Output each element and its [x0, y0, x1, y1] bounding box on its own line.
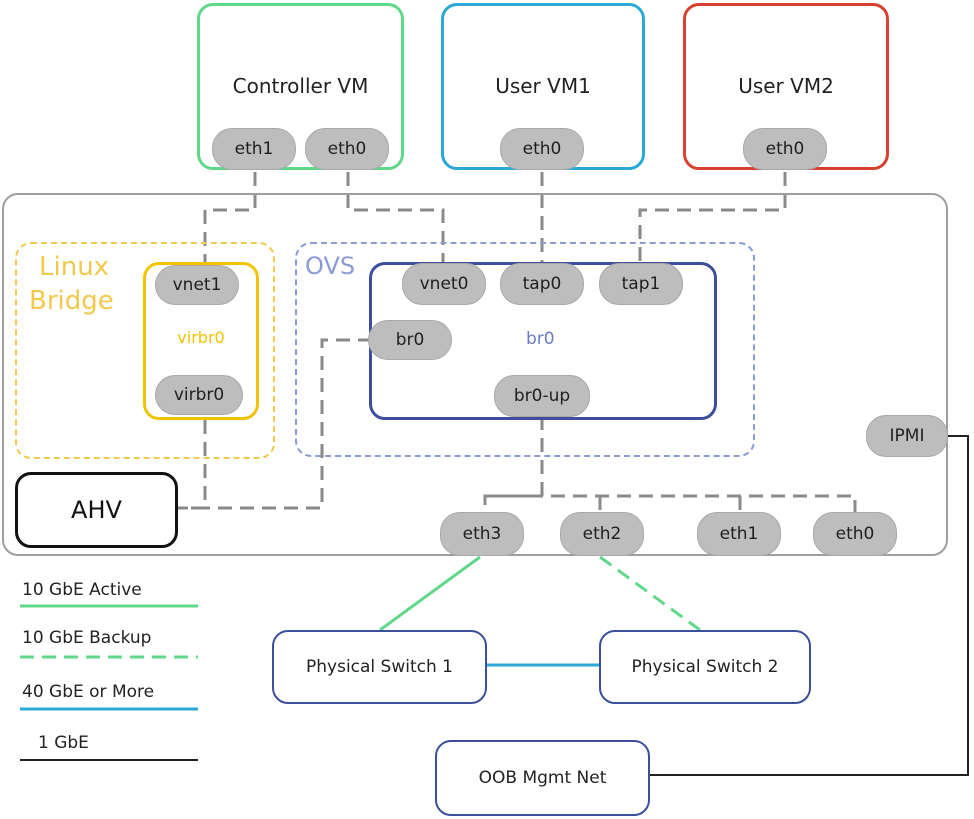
ovs: OVS	[295, 242, 755, 457]
legend-label-backup: 10 GbE Backup	[22, 628, 152, 648]
link-br0up-nics	[483, 416, 544, 512]
user-vm1-eth0[interactable]: eth0	[500, 128, 584, 170]
controller-vm-title: Controller VM	[232, 74, 369, 98]
link-nic-bus	[485, 494, 857, 512]
linux-bridge-title-line1: Linux	[39, 252, 110, 282]
controller-vm: Controller VM	[197, 3, 404, 170]
physical-switch-2-label: Physical Switch 2	[631, 657, 779, 677]
physical-switch-1: Physical Switch 1	[272, 630, 487, 704]
user-vm1: User VM1	[441, 3, 645, 170]
controller-eth1[interactable]: eth1	[212, 128, 296, 170]
br0-up-port[interactable]: br0-up	[494, 375, 590, 417]
link-eth3-switch1	[379, 555, 481, 632]
tap0-port[interactable]: tap0	[500, 263, 584, 305]
ovs-title: OVS	[305, 252, 356, 280]
legend-label-1g: 1 GbE	[38, 733, 89, 753]
tap1-port[interactable]: tap1	[599, 263, 683, 305]
physical-switch-2: Physical Switch 2	[599, 630, 811, 704]
virbr0-bridge-label: virbr0	[177, 328, 225, 347]
user-vm2-title: User VM2	[738, 74, 834, 98]
oob-mgmt-net: OOB Mgmt Net	[435, 740, 650, 816]
ahv: AHV	[15, 472, 178, 548]
link-uvm2-tap1	[638, 172, 787, 262]
link-eth2-switch2	[599, 555, 701, 632]
physical-switch-1-label: Physical Switch 1	[306, 657, 453, 677]
link-br0-ahv	[178, 338, 372, 510]
nic-eth0[interactable]: eth0	[813, 512, 897, 556]
ahv-label: AHV	[71, 496, 122, 524]
vnet0-port[interactable]: vnet0	[402, 263, 486, 305]
user-vm1-title: User VM1	[495, 74, 591, 98]
controller-eth0[interactable]: eth0	[305, 128, 389, 170]
link-ipmi-oob	[650, 435, 969, 776]
nic-eth2[interactable]: eth2	[560, 512, 644, 556]
virbr0-bridge: virbr0	[143, 262, 259, 420]
ipmi-port[interactable]: IPMI	[866, 415, 948, 457]
linux-bridge-title-line2: Bridge	[29, 286, 114, 316]
virbr0-port[interactable]: virbr0	[155, 375, 243, 415]
nic-eth1[interactable]: eth1	[697, 512, 781, 556]
linux-bridge: Linux Bridge	[15, 242, 275, 459]
user-vm2-eth0[interactable]: eth0	[743, 128, 827, 170]
vnet1-port[interactable]: vnet1	[155, 265, 239, 305]
br0-port[interactable]: br0	[368, 320, 452, 360]
legend-label-40g: 40 GbE or More	[22, 682, 155, 702]
link-cvm-eth0-vnet0	[346, 172, 445, 262]
nic-eth3[interactable]: eth3	[440, 512, 524, 556]
legend-label-active: 10 GbE Active	[22, 580, 142, 600]
oob-mgmt-net-label: OOB Mgmt Net	[478, 768, 607, 788]
link-cvm-eth1-vnet1	[203, 172, 257, 262]
br0-bridge-label: br0	[526, 329, 555, 349]
